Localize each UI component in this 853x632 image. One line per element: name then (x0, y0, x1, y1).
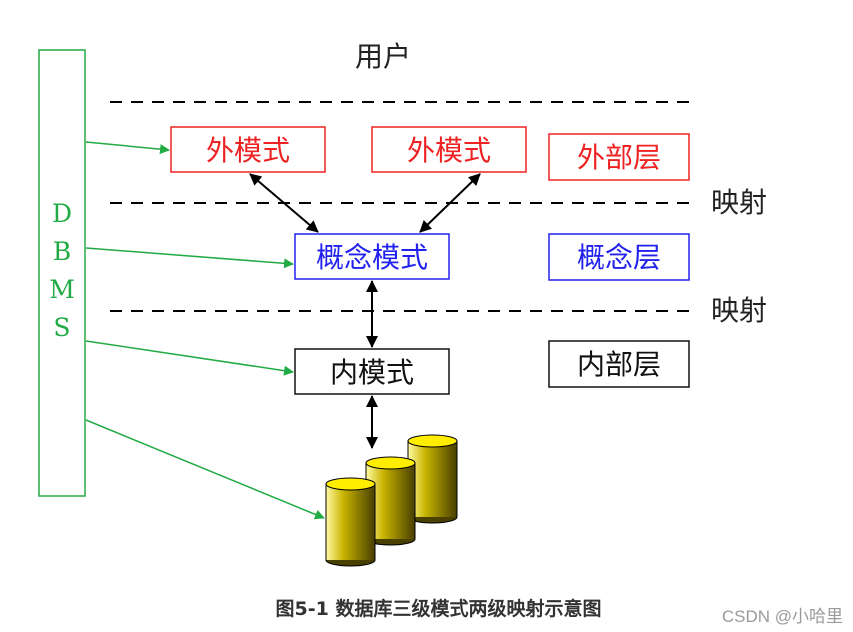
dbms-arrow-storage (85, 419, 325, 520)
dbms-letter: D (52, 199, 72, 228)
internal-layer-label: 内部层 (577, 348, 661, 381)
dbms-arrow-internal (85, 340, 294, 376)
external-schema-box (371, 126, 527, 173)
mapping-arrow-left (249, 173, 319, 233)
external-layer-box (548, 133, 690, 181)
conceptual-schema-label: 概念模式 (316, 241, 428, 274)
external-schema-label: 外模式 (407, 134, 491, 167)
internal-schema-box (294, 348, 450, 395)
watermark: CSDN @小哈里 (721, 607, 843, 626)
mapping-arrow-right (419, 173, 481, 233)
dbms-letter: M (49, 275, 75, 304)
conceptual-layer-box (548, 233, 690, 281)
external-schema-box (170, 126, 326, 173)
figure-caption: 图5-1 数据库三级模式两级映射示意图 (275, 598, 602, 620)
dbms-bar (38, 49, 86, 497)
internal-layer-box (548, 340, 690, 388)
external-layer-label: 外部层 (577, 141, 661, 174)
mapping-label: 映射 (711, 186, 767, 219)
three-schema-diagram: 用户 D B M S 外模式 外模式 概念模式 内模式 外部层 概念层 内部层 … (38, 40, 767, 567)
user-label: 用户 (355, 40, 411, 73)
conceptual-layer-label: 概念层 (577, 241, 661, 274)
dbms-letter: B (53, 237, 71, 266)
database-cylinder-icon (325, 477, 376, 567)
conceptual-schema-box (294, 233, 450, 280)
external-schema-label: 外模式 (206, 134, 290, 167)
dbms-arrow-conceptual (85, 247, 294, 269)
dbms-arrow-external (85, 141, 170, 155)
mapping-label: 映射 (711, 294, 767, 327)
database-cylinder-icon (407, 434, 458, 524)
dbms-letter: S (53, 313, 70, 342)
internal-schema-label: 内模式 (330, 356, 414, 389)
